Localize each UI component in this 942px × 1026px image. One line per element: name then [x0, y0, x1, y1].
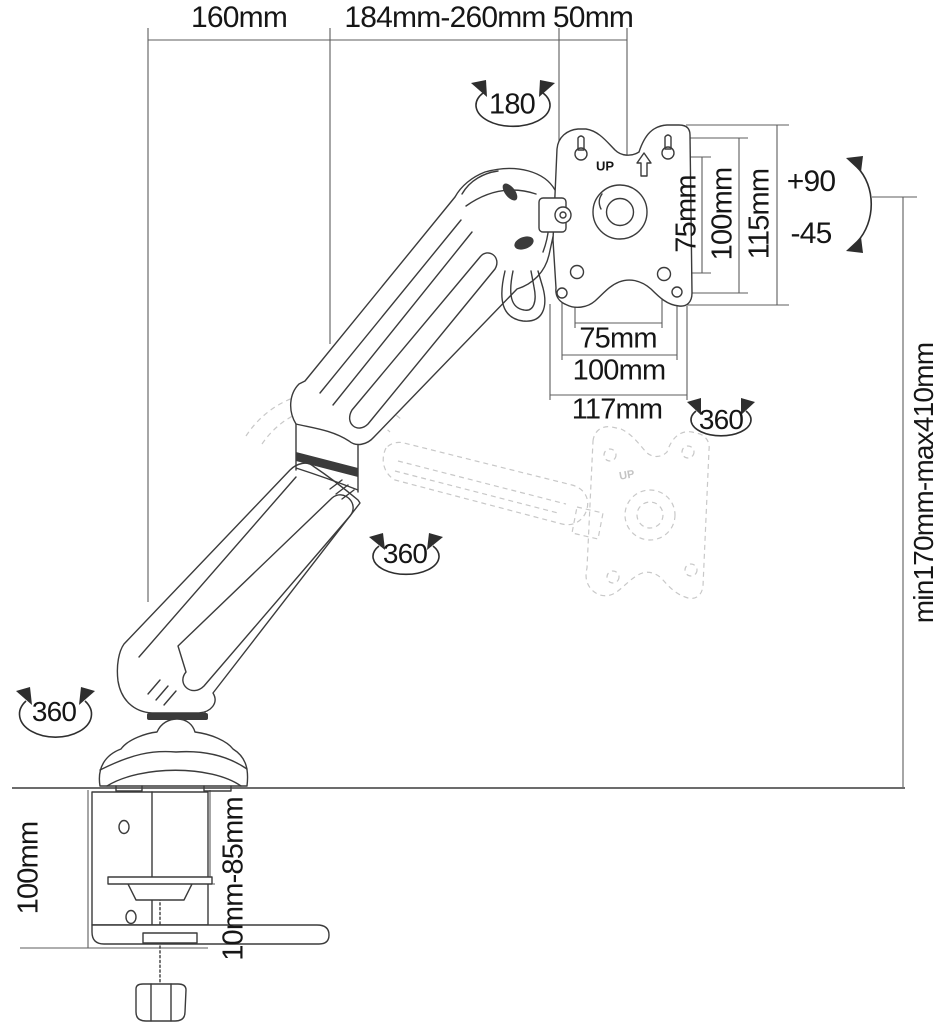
head-pivot-bump: [514, 236, 534, 250]
dimension-lines: [20, 28, 917, 949]
vesa-boss-inner: [605, 197, 635, 227]
dim-label-width-mid: 184mm-260mm: [344, 1, 546, 34]
tilt-label-down: -45: [790, 217, 833, 250]
rotation-symbol-360-base: [16, 687, 95, 738]
ghost-vesa-boss: [624, 489, 676, 541]
dim-label-clamp-depth: 100mm: [12, 821, 45, 915]
ghost-vesa-boss-inner: [636, 501, 664, 529]
upper-arm-edges: [319, 219, 473, 406]
ghost-clevis: [571, 506, 604, 540]
clamp-pad: [107, 876, 213, 901]
elbow-collar: [295, 418, 359, 493]
lower-arm-hatch: [147, 679, 177, 706]
lower-arm-slot: [177, 494, 354, 692]
vesa-plate: [552, 124, 693, 309]
elbow-hatch: [329, 479, 355, 500]
dim-label-vesa-h100: 100mm: [572, 354, 667, 387]
lower-arm-edge: [138, 476, 297, 658]
upper-arm-slot: [349, 252, 498, 429]
height-range-dim: [872, 196, 917, 787]
up-arrow-icon: [636, 152, 652, 177]
rotation-label-360-arm: 360: [382, 538, 428, 569]
tilt-label-up: +90: [786, 165, 836, 198]
vesa-100-horizontal-dim: [561, 296, 678, 360]
clamp-depth-dim: [20, 790, 208, 949]
cable-hook: [501, 270, 546, 322]
ghost-vesa-hole: [603, 448, 617, 462]
rotation-label-360-base: 360: [31, 696, 77, 727]
ghost-arm-lines: [394, 460, 567, 514]
rotation-symbol-180-head: [471, 80, 555, 128]
clamp-knob-seams: [150, 983, 172, 1022]
ghost-vesa-hole: [684, 563, 698, 577]
dim-label-width-right: 50mm: [552, 1, 634, 34]
pole-band: [147, 713, 208, 720]
tilt-arc: [846, 156, 873, 253]
clamp-back-plate: [91, 791, 209, 926]
vesa-keyhole-top-right-hole: [661, 146, 675, 160]
vesa-115-vertical-dim: [684, 124, 789, 306]
rotation-symbol-360-arm: [369, 533, 443, 576]
dim-label-vesa-h117: 117mm: [571, 393, 663, 426]
dim-label-vesa-h75: 75mm: [579, 322, 657, 355]
upper-arm: [290, 167, 561, 446]
dim-label-vesa-v115: 115mm: [743, 168, 776, 260]
vesa-hole-bottom-left: [569, 264, 585, 280]
vesa-arc-slot: [598, 193, 603, 210]
vesa-keyhole-top-left: [577, 135, 585, 151]
vesa-outline: [552, 124, 693, 309]
clamp-hole-bottom: [125, 909, 137, 925]
head-notch: [502, 183, 518, 201]
base-dome-contours: [99, 750, 248, 787]
vesa-hole-corner-right: [671, 286, 683, 298]
monitor-arm: [98, 124, 693, 792]
vesa-boss-outer: [592, 184, 648, 240]
clevis-screw-center: [559, 211, 567, 219]
ghost-arm-outline: [382, 441, 589, 526]
vesa-117-horizontal-dim: [549, 304, 688, 400]
clamp-hole-top: [118, 819, 130, 835]
dim-label-height-range: min170mm-max410mm: [908, 342, 939, 624]
vesa-keyhole-top-left-hole: [574, 147, 588, 161]
clamp-nut-plate: [142, 932, 198, 944]
vesa-keyhole-top-right: [664, 134, 672, 150]
vesa-hole-bottom-right: [656, 266, 672, 282]
rotation-symbol-360-vesa: [687, 398, 755, 437]
dim-label-vesa-v75: 75mm: [670, 175, 703, 253]
ghost-vesa-hole: [606, 570, 620, 584]
clamp-foot: [91, 924, 330, 945]
dim-label-clamp-range: 10mm-85mm: [217, 797, 250, 961]
dim-label-vesa-v100: 100mm: [706, 167, 739, 261]
desk-clamp: [91, 791, 330, 1022]
clamp-knob: [135, 983, 187, 1022]
rotation-label-360-vesa: 360: [698, 404, 744, 435]
ghost-vesa-outline: [585, 426, 710, 600]
ghost-vesa-hole: [681, 445, 695, 459]
elbow-band: [296, 452, 358, 477]
dim-label-width-left: 160mm: [190, 1, 288, 34]
rotation-label-180: 180: [489, 88, 536, 121]
vesa-hole-corner-left: [556, 287, 568, 299]
vesa-up-label: UP: [595, 158, 615, 174]
clevis-screw: [554, 206, 572, 224]
